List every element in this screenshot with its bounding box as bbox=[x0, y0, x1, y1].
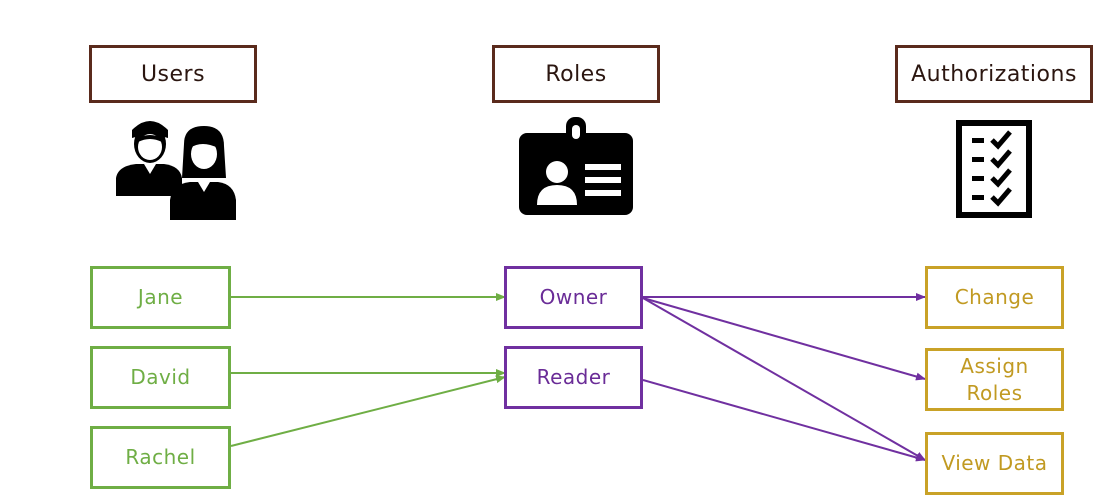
checklist-icon bbox=[956, 120, 1032, 218]
assign-roles-line1: Assign bbox=[960, 353, 1029, 378]
user-box-rachel: Rachel bbox=[90, 426, 231, 489]
arrow-owner-view-data bbox=[642, 297, 926, 461]
assign-roles-line2: Roles bbox=[966, 380, 1023, 405]
auth-box-change: Change bbox=[925, 266, 1064, 329]
role-box-owner: Owner bbox=[504, 266, 643, 329]
authorizations-header: Authorizations bbox=[895, 45, 1093, 103]
roles-header: Roles bbox=[492, 45, 660, 103]
users-header: Users bbox=[89, 45, 257, 103]
user-box-jane: Jane bbox=[90, 266, 231, 329]
arrow-rachel-reader bbox=[230, 375, 506, 447]
users-icon bbox=[116, 121, 236, 220]
auth-box-view-data: View Data bbox=[925, 432, 1064, 495]
id-badge-icon bbox=[519, 117, 633, 215]
arrow-reader-view-data bbox=[642, 379, 926, 462]
user-box-david: David bbox=[90, 346, 231, 409]
auth-box-assign-roles: Assign Roles bbox=[925, 348, 1064, 411]
role-box-reader: Reader bbox=[504, 346, 643, 409]
arrow-owner-assign-roles bbox=[642, 297, 926, 381]
